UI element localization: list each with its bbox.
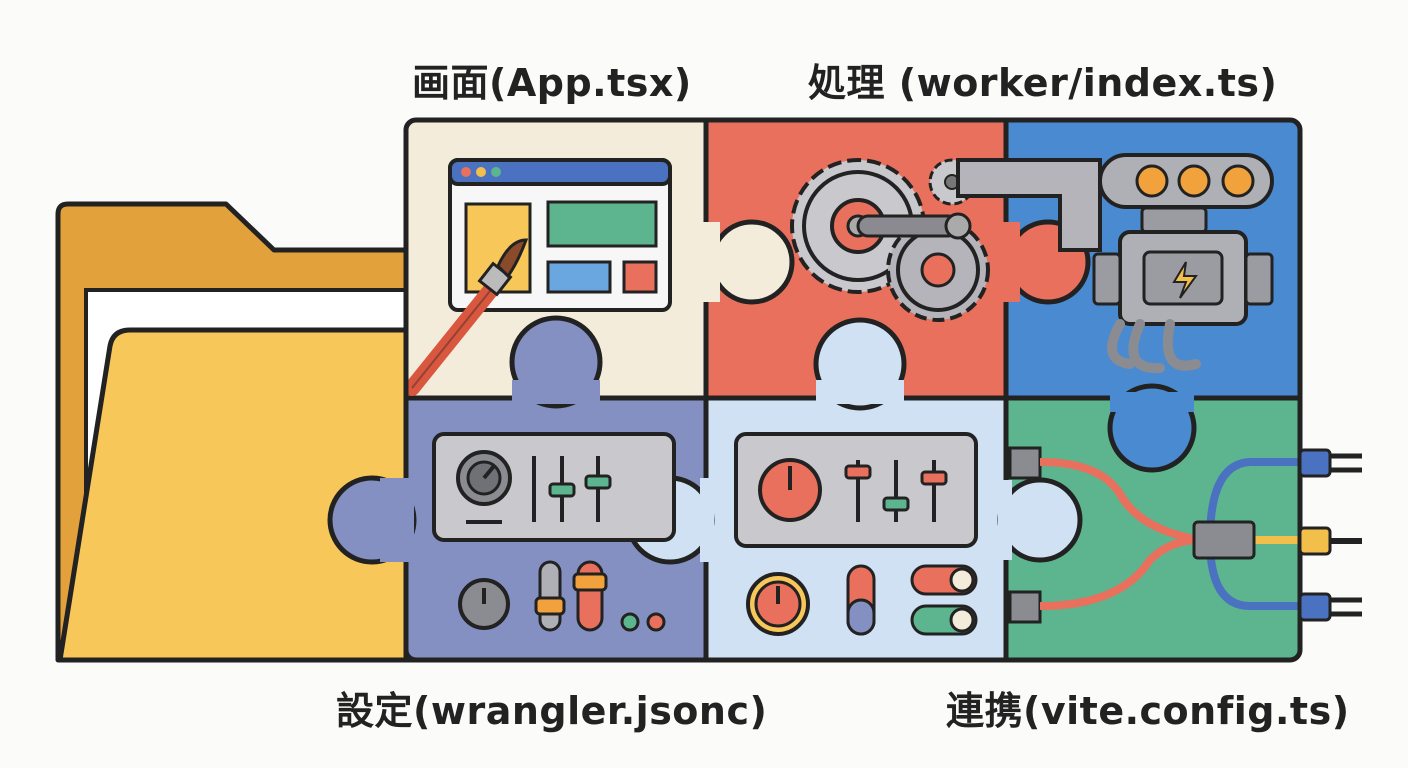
plug-icons [1298, 448, 1362, 622]
label-config: 設定(wrangler.jsonc) [336, 689, 768, 733]
puzzle-board [406, 120, 1300, 660]
label-processing: 処理 (worker/index.ts) [808, 61, 1278, 105]
engine-icon [956, 153, 1274, 374]
folder-front-icon [57, 327, 409, 663]
label-ui: 画面(App.tsx) [412, 61, 692, 105]
label-integration: 連携(vite.config.ts) [946, 689, 1350, 733]
gears-icon [790, 158, 990, 322]
paintbrush-icon [406, 238, 529, 396]
config-panel-icon [432, 432, 676, 632]
lightning-icon [1172, 261, 1198, 299]
cables-icon [1008, 446, 1300, 624]
settings-panel-icon [734, 432, 978, 636]
knob-ui-to-processing [709, 219, 795, 305]
